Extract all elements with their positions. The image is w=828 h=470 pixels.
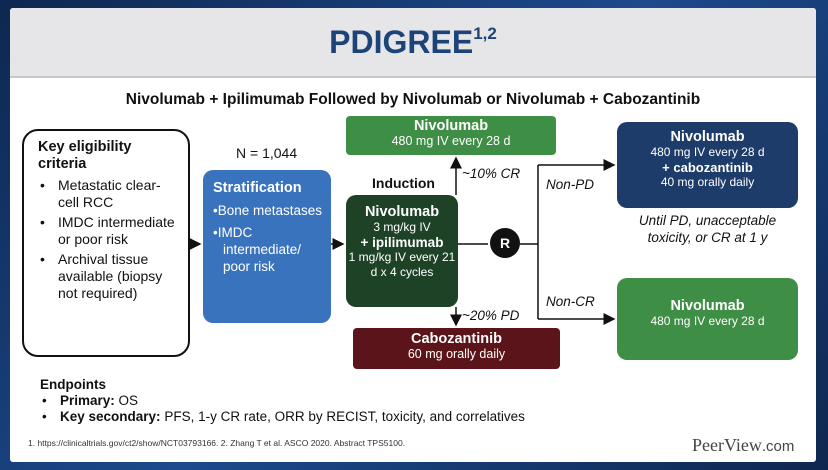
eligibility-item: IMDC intermediate or poor risk — [38, 214, 180, 248]
induction-box: Nivolumab 3 mg/kg IV + ipilimumab 1 mg/k… — [346, 195, 458, 307]
cabozantinib-drug: Cabozantinib — [410, 331, 503, 347]
nivolumab-arm-drug: Nivolumab — [670, 298, 745, 314]
non-pd-label: Non-PD — [546, 177, 595, 192]
cabozantinib-pd-box: Cabozantinib 60 mg orally daily — [353, 328, 560, 369]
arm-dose-cabozantinib: 40 mg orally daily — [660, 175, 755, 189]
stratification-item: Bone metastases — [213, 202, 323, 219]
eligibility-box: Key eligibility criteria Metastatic clea… — [22, 129, 190, 357]
induction-drug-nivolumab: Nivolumab — [364, 204, 440, 220]
eligibility-heading: Key eligibility criteria — [38, 139, 132, 172]
nivolumab-cr-dose: 480 mg IV every 28 d — [391, 134, 511, 148]
sample-size-label: N = 1,044 — [236, 145, 298, 161]
arm-drug-cabozantinib: + cabozantinib — [662, 160, 753, 175]
randomization-node: R — [490, 228, 520, 258]
induction-label: Induction — [372, 175, 435, 191]
nivolumab-cabozantinib-box: Nivolumab 480 mg IV every 28 d + cabozan… — [617, 122, 798, 208]
primary-endpoint: Primary: OS — [40, 393, 525, 409]
nivolumab-cr-drug: Nivolumab — [413, 118, 489, 134]
induction-dose-nivolumab: 3 mg/kg IV — [373, 220, 431, 234]
arm-drug-nivolumab: Nivolumab — [670, 129, 745, 145]
header-bar: PDIGREE1,2 — [10, 8, 816, 78]
endpoints-section: Endpoints Primary: OS Key secondary: PFS… — [40, 377, 525, 425]
references-footnote: 1. https://clinicaltrials.gov/ct2/show/N… — [28, 438, 406, 448]
induction-drug-ipilimumab: + ipilimumab — [360, 235, 444, 250]
peerview-logo: PeerView.com — [692, 435, 795, 455]
secondary-endpoint: Key secondary: PFS, 1-y CR rate, ORR by … — [40, 409, 525, 425]
slide-subtitle: Nivolumab + Ipilimumab Followed by Nivol… — [125, 91, 701, 108]
pd-branch-label: ~20% PD — [462, 308, 520, 323]
eligibility-item: Metastatic clear-cell RCC — [38, 177, 180, 211]
arm-dose-nivolumab: 480 mg IV every 28 d — [650, 145, 765, 159]
non-cr-label: Non-CR — [546, 294, 595, 309]
stratification-box: Stratification Bone metastases IMDC inte… — [203, 170, 331, 323]
endpoints-heading: Endpoints — [40, 377, 106, 392]
slide-title: PDIGREE1,2 — [329, 24, 497, 60]
nivolumab-arm-box: Nivolumab 480 mg IV every 28 d — [617, 278, 798, 360]
slide: PDIGREE1,2 Nivolumab + Ipilimumab Follow… — [10, 8, 816, 462]
treatment-duration-note: Until PD, unacceptable toxicity, or CR a… — [638, 213, 777, 245]
eligibility-item: Archival tissue available (biopsy not re… — [38, 251, 180, 302]
title-superscript: 1,2 — [473, 24, 497, 44]
eligibility-list: Metastatic clear-cell RCC IMDC intermedi… — [38, 177, 180, 302]
stratification-heading: Stratification — [213, 180, 302, 196]
cabozantinib-dose: 60 mg orally daily — [407, 347, 506, 361]
flow-arrows — [189, 156, 616, 327]
nivolumab-arm-dose: 480 mg IV every 28 d — [650, 314, 765, 328]
induction-dose-ipilimumab: 1 mg/kg IV every 21 d x 4 cycles — [348, 250, 456, 279]
nivolumab-cr-box: Nivolumab 480 mg IV every 28 d — [346, 116, 556, 155]
cr-branch-label: ~10% CR — [462, 166, 521, 181]
stratification-item: IMDC intermediate/ poor risk — [213, 224, 323, 275]
